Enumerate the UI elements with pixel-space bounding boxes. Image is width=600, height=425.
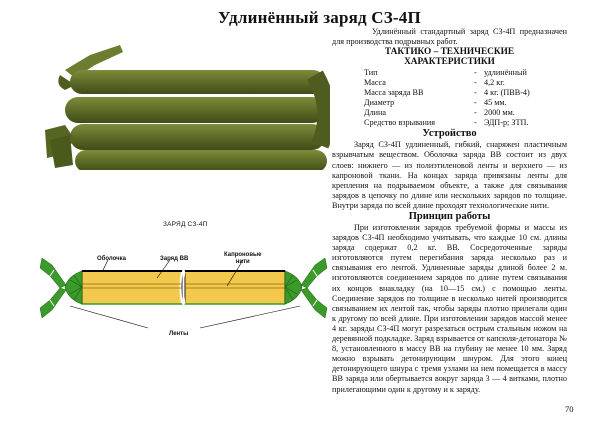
spec-row: Средство взрывания-ЭДП-р; ЗТП. bbox=[364, 118, 529, 128]
label-ribbons: Ленты bbox=[169, 331, 189, 337]
spec-row: Тип-удлинённый bbox=[364, 67, 527, 77]
device-paragraph: Заряд СЗ-4П удлиненный, гибкий, снаряжен… bbox=[332, 140, 567, 210]
label-threads: Капроновые нити bbox=[224, 252, 262, 265]
spec-row: Диаметр-45 мм. bbox=[364, 98, 507, 108]
spec-row: Масса-4,2 кг. bbox=[364, 77, 505, 87]
spec-row: Масса заряда ВВ-4 кг. (ПВВ-4) bbox=[364, 87, 530, 97]
device-heading: Устройство bbox=[422, 128, 477, 140]
specs-heading-line1: ТАКТИКО – ТЕХНИЧЕСКИЕ bbox=[384, 47, 515, 58]
principle-heading: Принцип работы bbox=[408, 211, 491, 222]
label-charge: Заряд ВВ bbox=[160, 256, 189, 262]
label-shell: Оболочка bbox=[97, 256, 126, 262]
spec-row: Длина-2000 мм. bbox=[364, 108, 515, 118]
specs-table: Тип-удлинённый Масса-4,2 кг. Масса заряд… bbox=[364, 68, 530, 129]
charge-diagram bbox=[39, 257, 328, 329]
charge-photo bbox=[45, 45, 330, 170]
page-title: Удлинённый заряд СЗ-4П bbox=[218, 8, 421, 27]
page-number: 70 bbox=[565, 404, 574, 414]
text-column: Удлинённый стандартный заряд СЗ-4П предн… bbox=[332, 27, 567, 395]
principle-paragraph: При изготовлении зарядов требуемой формы… bbox=[332, 223, 567, 394]
diagram-title: ЗАРЯД СЗ-4П bbox=[163, 221, 208, 228]
intro-paragraph: Удлинённый стандартный заряд СЗ-4П предн… bbox=[332, 27, 567, 47]
specs-heading-line2: ХАРАКТЕРИСТИКИ bbox=[404, 57, 495, 68]
